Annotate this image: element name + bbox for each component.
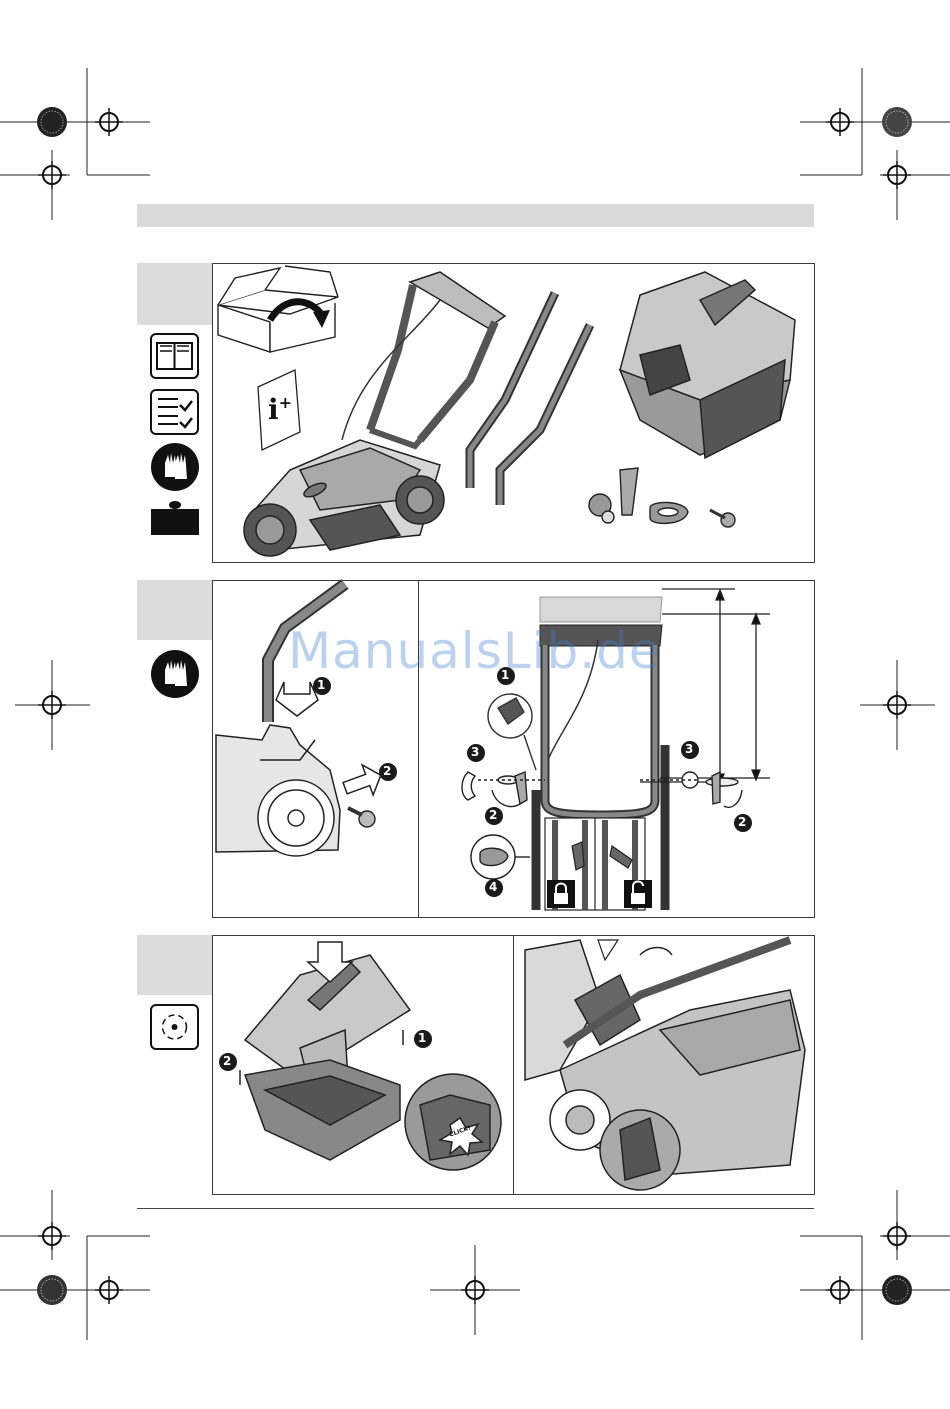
click-detail-zoom: [405, 1074, 501, 1170]
grass-box-base-illustration: [245, 1060, 400, 1160]
install-on-mower-illustration: [525, 940, 805, 1190]
watermark: ManualsLib.de: [288, 622, 661, 680]
step-badge: 2: [223, 1054, 231, 1068]
step-badge: 1: [418, 1031, 426, 1045]
